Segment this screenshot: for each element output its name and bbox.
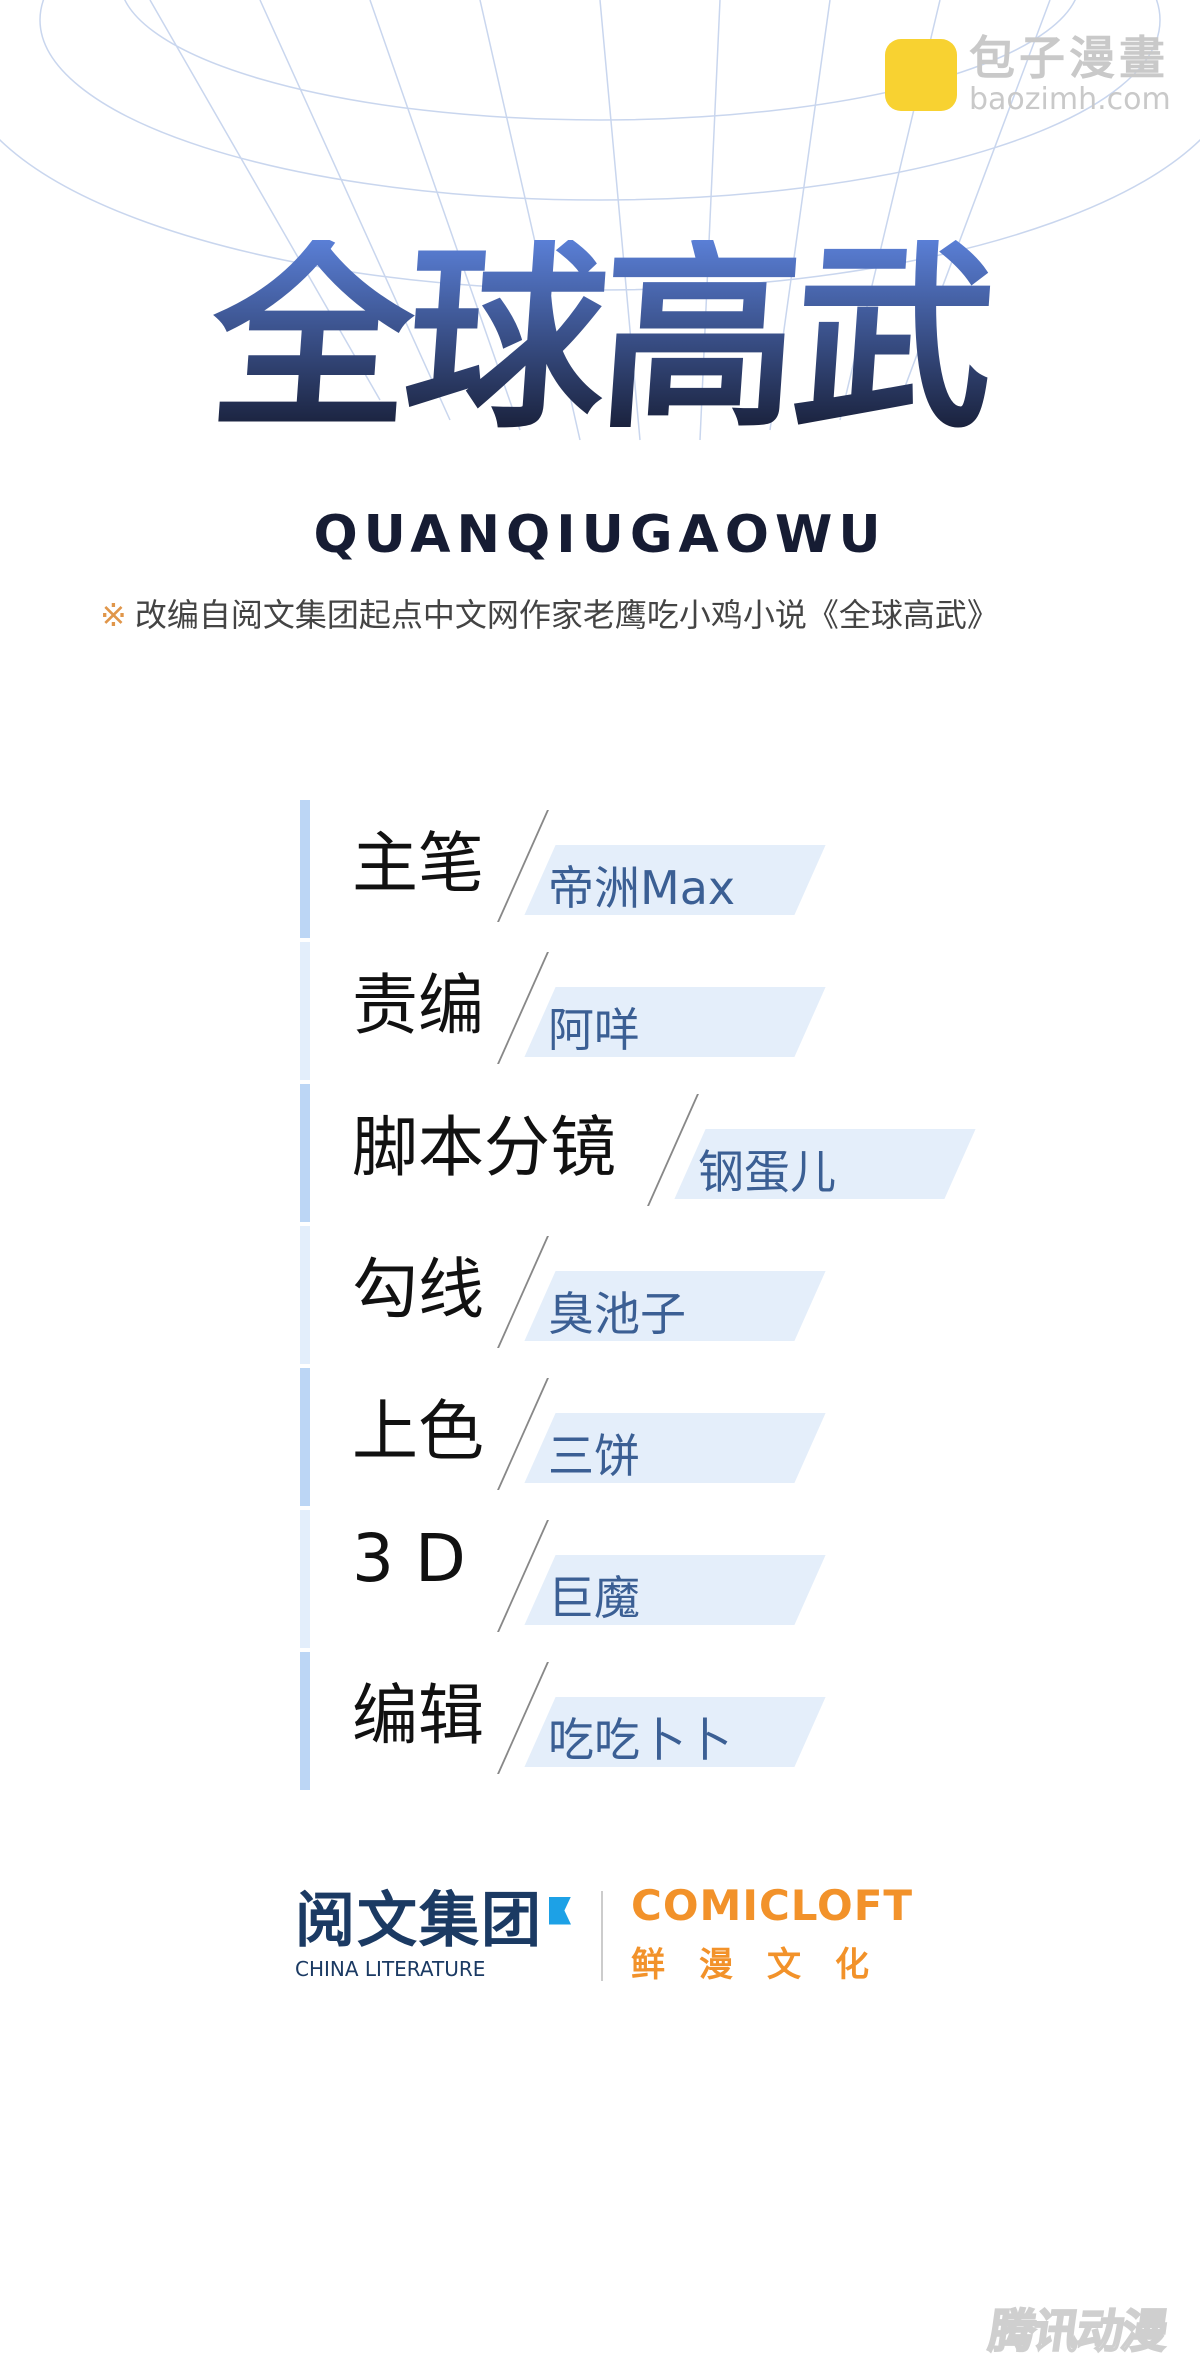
credit-name: 臭池子 — [548, 1287, 686, 1341]
china-literature-cn: 阅文集团 — [295, 1885, 543, 1956]
credit-role: 主笔 — [352, 825, 484, 902]
watermark-cn: 包子漫畫 — [969, 31, 1169, 85]
comic-title: 全球高武 — [53, 223, 1147, 456]
credit-name: 钢蛋儿 — [698, 1145, 836, 1199]
adaptation-text: 改编自阅文集团起点中文网作家老鹰吃小鸡小说《全球高武》 — [134, 596, 999, 634]
flag-icon — [549, 1896, 571, 1925]
credit-role: 脚本分镜 — [352, 1109, 616, 1186]
china-literature-logo: 阅文集团 CHINA LITERATURE — [295, 1891, 571, 1981]
comic-title-pinyin: QUANQIUGAOWU — [313, 505, 887, 565]
row-bar — [300, 1510, 310, 1648]
reference-mark-icon: ※ — [100, 596, 127, 634]
credit-role: 编辑 — [352, 1677, 484, 1754]
row-bar — [300, 1226, 310, 1364]
credit-name: 吃吃卜卜 — [548, 1713, 732, 1767]
row-bar — [300, 942, 310, 1080]
bun-mascot-icon — [885, 39, 957, 111]
globe-grid-background — [0, 0, 1200, 441]
credit-role: 上色 — [352, 1393, 484, 1470]
row-bar — [300, 1368, 310, 1506]
credit-role: 勾线 — [352, 1251, 484, 1328]
comicloft-en: COMICLOFT — [631, 1881, 914, 1930]
credit-name: 帝洲Max — [548, 861, 736, 915]
baozimh-watermark: 包子漫畫 baozimh.com — [885, 35, 1171, 115]
credit-name: 三饼 — [548, 1429, 640, 1483]
credit-name: 巨魔 — [548, 1571, 640, 1625]
row-bar — [300, 1084, 310, 1222]
china-literature-en: CHINA LITERATURE — [295, 1956, 486, 1981]
comicloft-cn: 鲜漫文化 — [631, 1945, 903, 1985]
watermark-en: baozimh.com — [969, 82, 1171, 117]
credit-role: 3 D — [352, 1520, 466, 1597]
credit-name: 阿咩 — [548, 1003, 640, 1057]
comicloft-logo: COMICLOFT 鲜漫文化 — [631, 1885, 913, 1986]
credit-role: 责编 — [352, 967, 484, 1044]
tencent-comic-watermark: 腾讯动漫 — [985, 2303, 1171, 2359]
logo-divider — [601, 1890, 603, 1981]
adaptation-note: ※改编自阅文集团起点中文网作家老鹰吃小鸡小说《全球高武》 — [100, 590, 999, 636]
publisher-logos: 阅文集团 CHINA LITERATURE COMICLOFT 鲜漫文化 — [295, 1885, 913, 1986]
row-bar — [300, 1652, 310, 1790]
row-bar — [300, 800, 310, 938]
